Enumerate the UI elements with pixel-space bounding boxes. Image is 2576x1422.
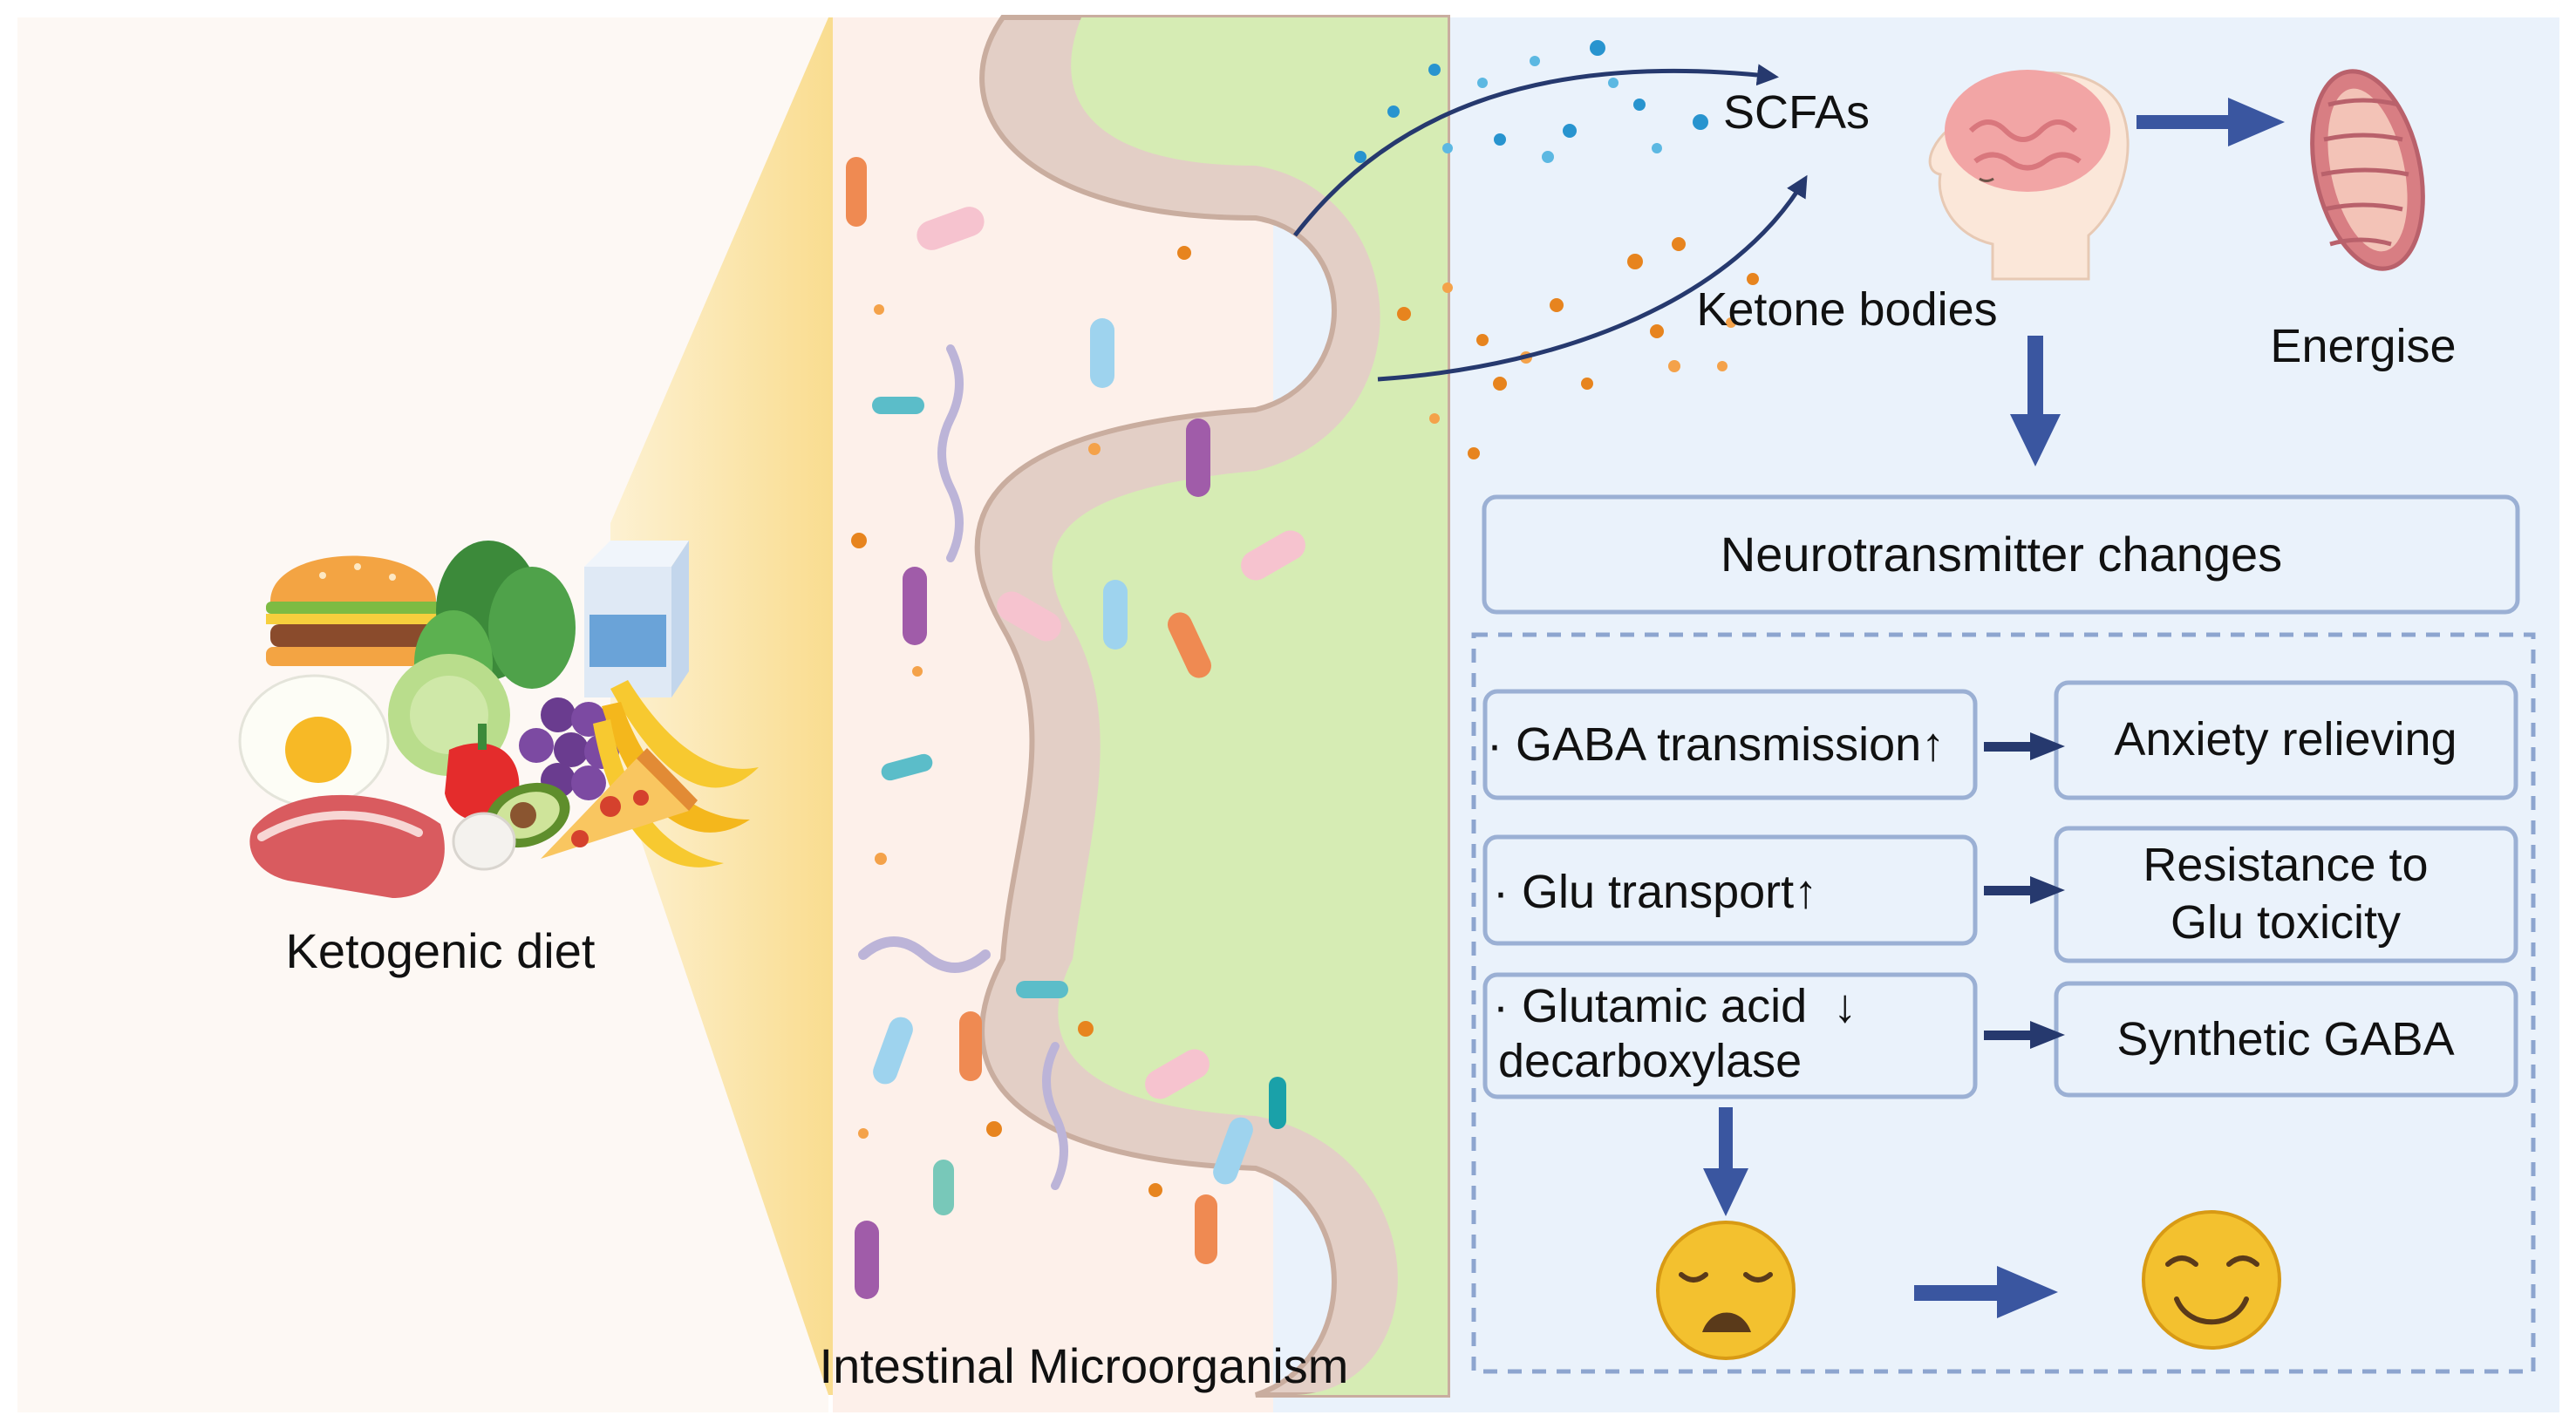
- bacterium-pink: [997, 591, 1061, 642]
- cause-effect-arrow: [1984, 732, 2065, 760]
- spirochete: [937, 344, 964, 562]
- diet-label: Ketogenic diet: [286, 923, 596, 978]
- neurotransmitter-box: [1482, 494, 2520, 615]
- sad-face-icon: [1656, 1221, 1796, 1360]
- scfa-arrow: [1293, 64, 1779, 237]
- particle: [1177, 246, 1191, 260]
- bacterium-teal: [1016, 981, 1068, 998]
- spirochete: [1042, 1042, 1068, 1190]
- particle: [851, 533, 867, 548]
- grapes-icon: [519, 697, 619, 800]
- down-to-mood-arrow: [1703, 1107, 1748, 1216]
- fried-egg-icon: [238, 674, 390, 808]
- cause-effect-arrow: [1984, 876, 2065, 904]
- zoom-beam: [610, 17, 837, 1395]
- cause-box: [1482, 834, 1978, 946]
- bacterium-blue: [1090, 318, 1114, 388]
- garlic-icon: [452, 812, 516, 871]
- neurotransmitter-title: Neurotransmitter changes: [1721, 527, 2282, 582]
- cause-text: · Glutamic acid ↓: [1493, 980, 1857, 1032]
- bacterium-purple: [855, 1221, 879, 1299]
- cause-box: [1482, 689, 1978, 800]
- ketogenic-diet-food: [238, 541, 759, 898]
- bacterium-pink: [1145, 1049, 1210, 1099]
- brain-to-neuro-arrow: [2010, 336, 2061, 466]
- happy-face-icon: [2142, 1210, 2281, 1350]
- dashed-frame: [1471, 632, 2536, 1374]
- effect-text: Anxiety relieving: [2114, 713, 2457, 765]
- bacterium-blue: [1103, 580, 1128, 650]
- cause-effect-arrow: [1984, 1021, 2065, 1049]
- effect-box: [2054, 680, 2518, 800]
- particle: [1078, 1021, 1094, 1037]
- bacterium-orange: [1168, 612, 1211, 678]
- brain-head-icon: [1928, 70, 2130, 281]
- bacterium-pink: [917, 207, 985, 250]
- bacterium-teal: [933, 1160, 954, 1215]
- bacterium-orange: [1195, 1194, 1217, 1264]
- bacterium-purple: [1186, 418, 1210, 497]
- effect-box: [2054, 826, 2518, 963]
- intestinal-villi: [974, 15, 1450, 1398]
- bacterium-orange: [959, 1011, 982, 1081]
- steak-icon: [249, 794, 445, 898]
- bacterium-purple: [903, 567, 927, 645]
- particle: [858, 1128, 869, 1139]
- burger-icon: [266, 555, 440, 666]
- cause-text: · Glu transport↑: [1493, 866, 1817, 918]
- bacterium-pink: [1241, 530, 1305, 581]
- bacterium-teal: [1269, 1077, 1286, 1129]
- effect-text: Synthetic GABA: [2116, 1013, 2454, 1065]
- particle: [912, 666, 923, 677]
- spirochete: [858, 936, 991, 973]
- ketone-arrow: [1377, 174, 1808, 382]
- particle: [1148, 1183, 1162, 1197]
- bacterium-blue: [1213, 1117, 1253, 1185]
- bacterium-teal: [872, 397, 924, 414]
- brain-to-energy-arrow: [2136, 98, 2285, 146]
- effect-text: Glu toxicity: [2171, 896, 2401, 949]
- cause-text: · GABA transmission↑: [1487, 718, 1945, 771]
- ketone-bodies-label: Ketone bodies: [1696, 283, 1997, 336]
- particle: [986, 1121, 1002, 1137]
- cause-text: decarboxylase: [1498, 1035, 1802, 1087]
- mitochondrion-icon: [2310, 69, 2425, 271]
- bacterium-orange: [846, 157, 867, 227]
- particle: [1088, 443, 1101, 455]
- gut-bacteria: [846, 157, 1305, 1299]
- cause-box: [1482, 972, 1978, 1099]
- pizza-slice-icon: [541, 748, 698, 859]
- mood-change-arrow: [1914, 1266, 2058, 1318]
- effect-text: Resistance to: [2143, 839, 2428, 891]
- effect-box: [2054, 981, 2518, 1098]
- scfa-particles: [1354, 40, 1708, 163]
- gut-label: Intestinal Microorganism: [820, 1338, 1349, 1393]
- scfas-label: SCFAs: [1723, 86, 1870, 139]
- bacterium-teal: [881, 753, 933, 781]
- milk-carton-icon: [584, 541, 689, 697]
- bacterium-blue: [873, 1017, 913, 1085]
- particle: [875, 853, 887, 865]
- energise-label: Energise: [2270, 320, 2456, 372]
- particle: [874, 304, 884, 315]
